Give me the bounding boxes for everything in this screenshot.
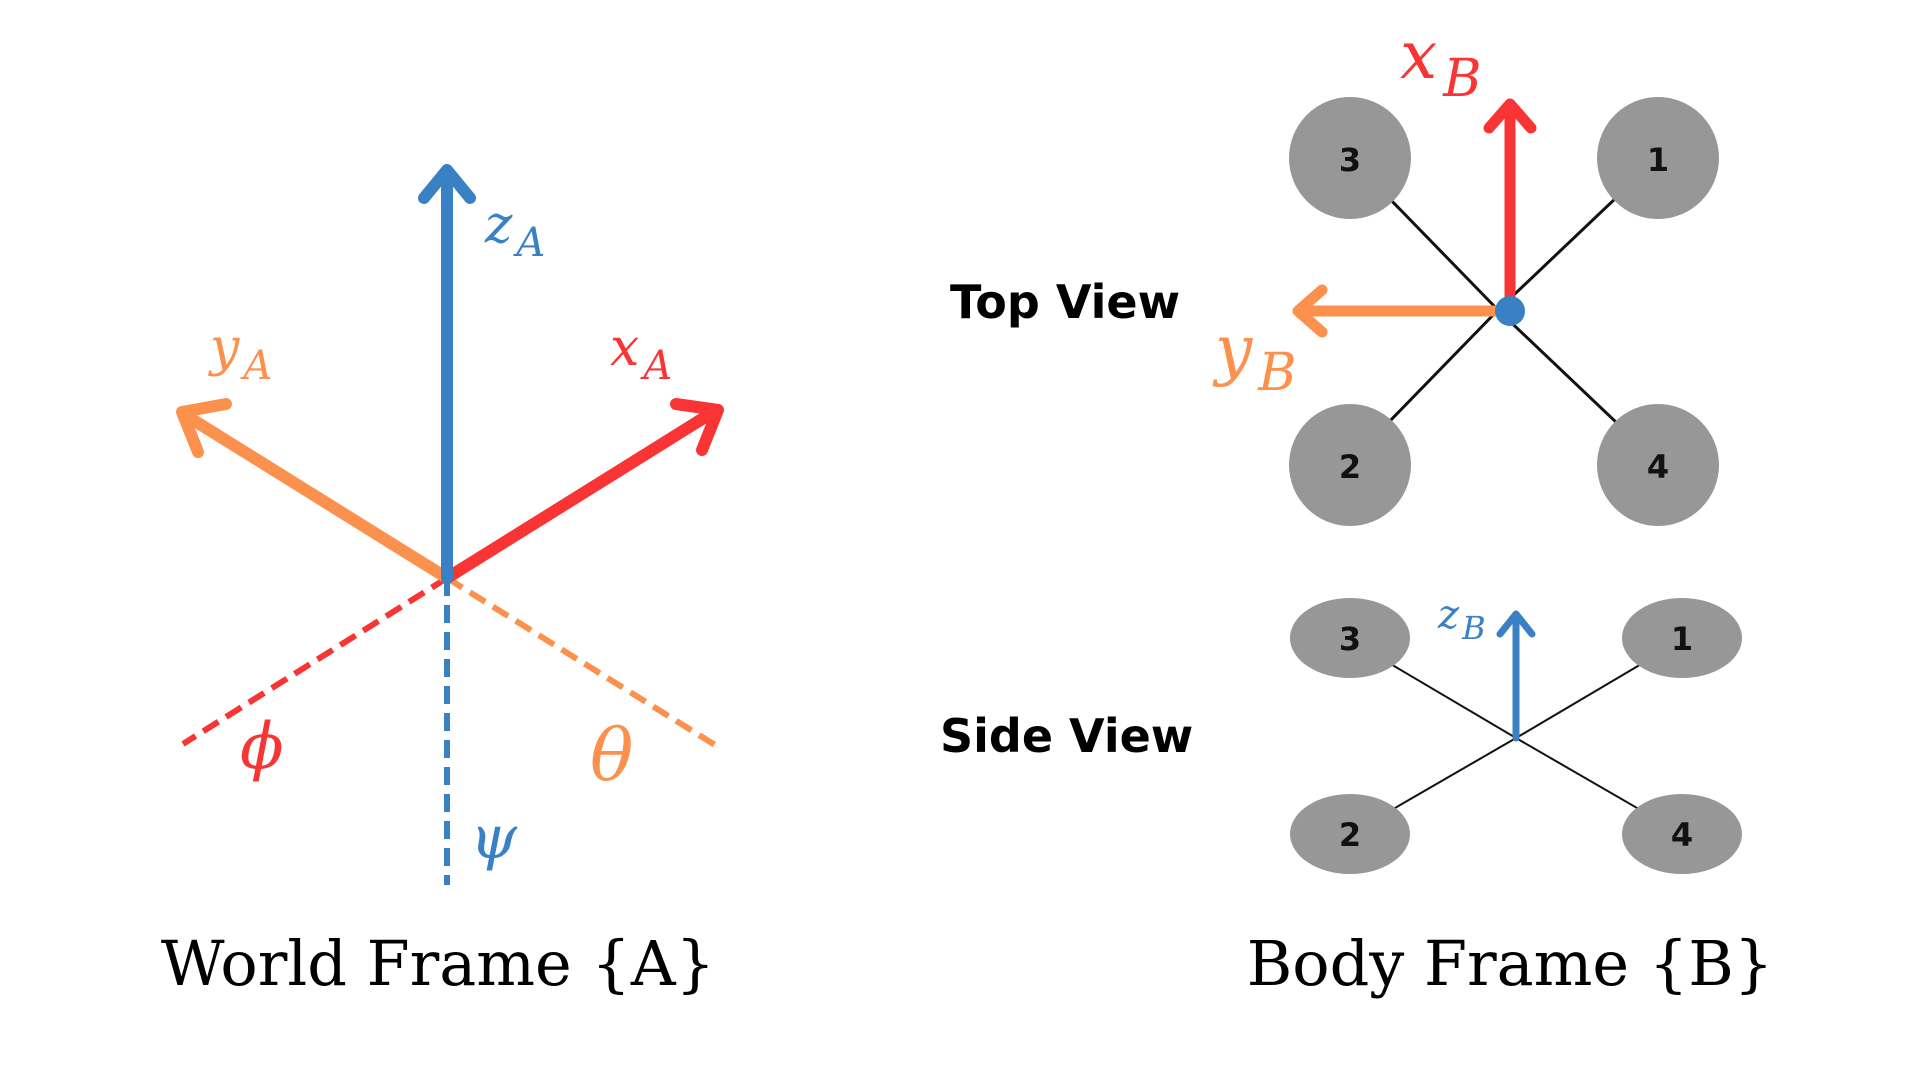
rotor-1 [1597,97,1719,219]
side-rotor-1 [1622,598,1742,678]
body-y-axis-arrowhead [1292,284,1328,338]
y-axis-arrow [184,412,453,584]
top-view-label: Top View [950,275,1180,329]
rotor-4 [1597,404,1719,526]
psi-label: ψ [470,803,518,873]
body-z-axis-arrowhead [1496,610,1536,638]
side-rotor-3-label: 3 [1339,620,1361,658]
rotor-3 [1289,97,1411,219]
side-rotor-2-label: 2 [1339,816,1361,854]
x-axis-negative-dashed [181,575,449,747]
side-rotor-1-label: 1 [1671,620,1693,658]
body-frame-side-view: Side View 3 1 2 4 zB Body Frame {B} [940,592,1773,1000]
rotor-3-label: 3 [1339,141,1361,179]
z-axis-arrowhead [418,164,476,204]
side-rotor-4 [1622,794,1742,874]
body-x-axis-arrowhead [1483,98,1537,134]
rotor-2 [1289,404,1411,526]
x-axis-arrow [441,408,716,584]
rotor-2-label: 2 [1339,448,1361,486]
world-frame-caption: World Frame {A} [161,927,715,1000]
y-axis-negative-dashed [445,575,717,748]
side-rotor-2 [1290,794,1410,874]
body-origin [1495,296,1525,326]
y-axis-arrowhead [176,398,232,458]
rotor-4-label: 4 [1647,448,1669,486]
phi-label: ϕ [240,710,284,784]
body-z-axis-label: zB [1437,592,1486,647]
body-frame-caption: Body Frame {B} [1247,927,1774,1000]
side-rotor-4-label: 4 [1671,816,1693,854]
side-view-label: Side View [940,709,1193,763]
side-rotor-3 [1290,598,1410,678]
rotor-1-label: 1 [1647,141,1669,179]
x-axis-arrowhead [670,398,724,456]
theta-label: θ [590,713,633,797]
